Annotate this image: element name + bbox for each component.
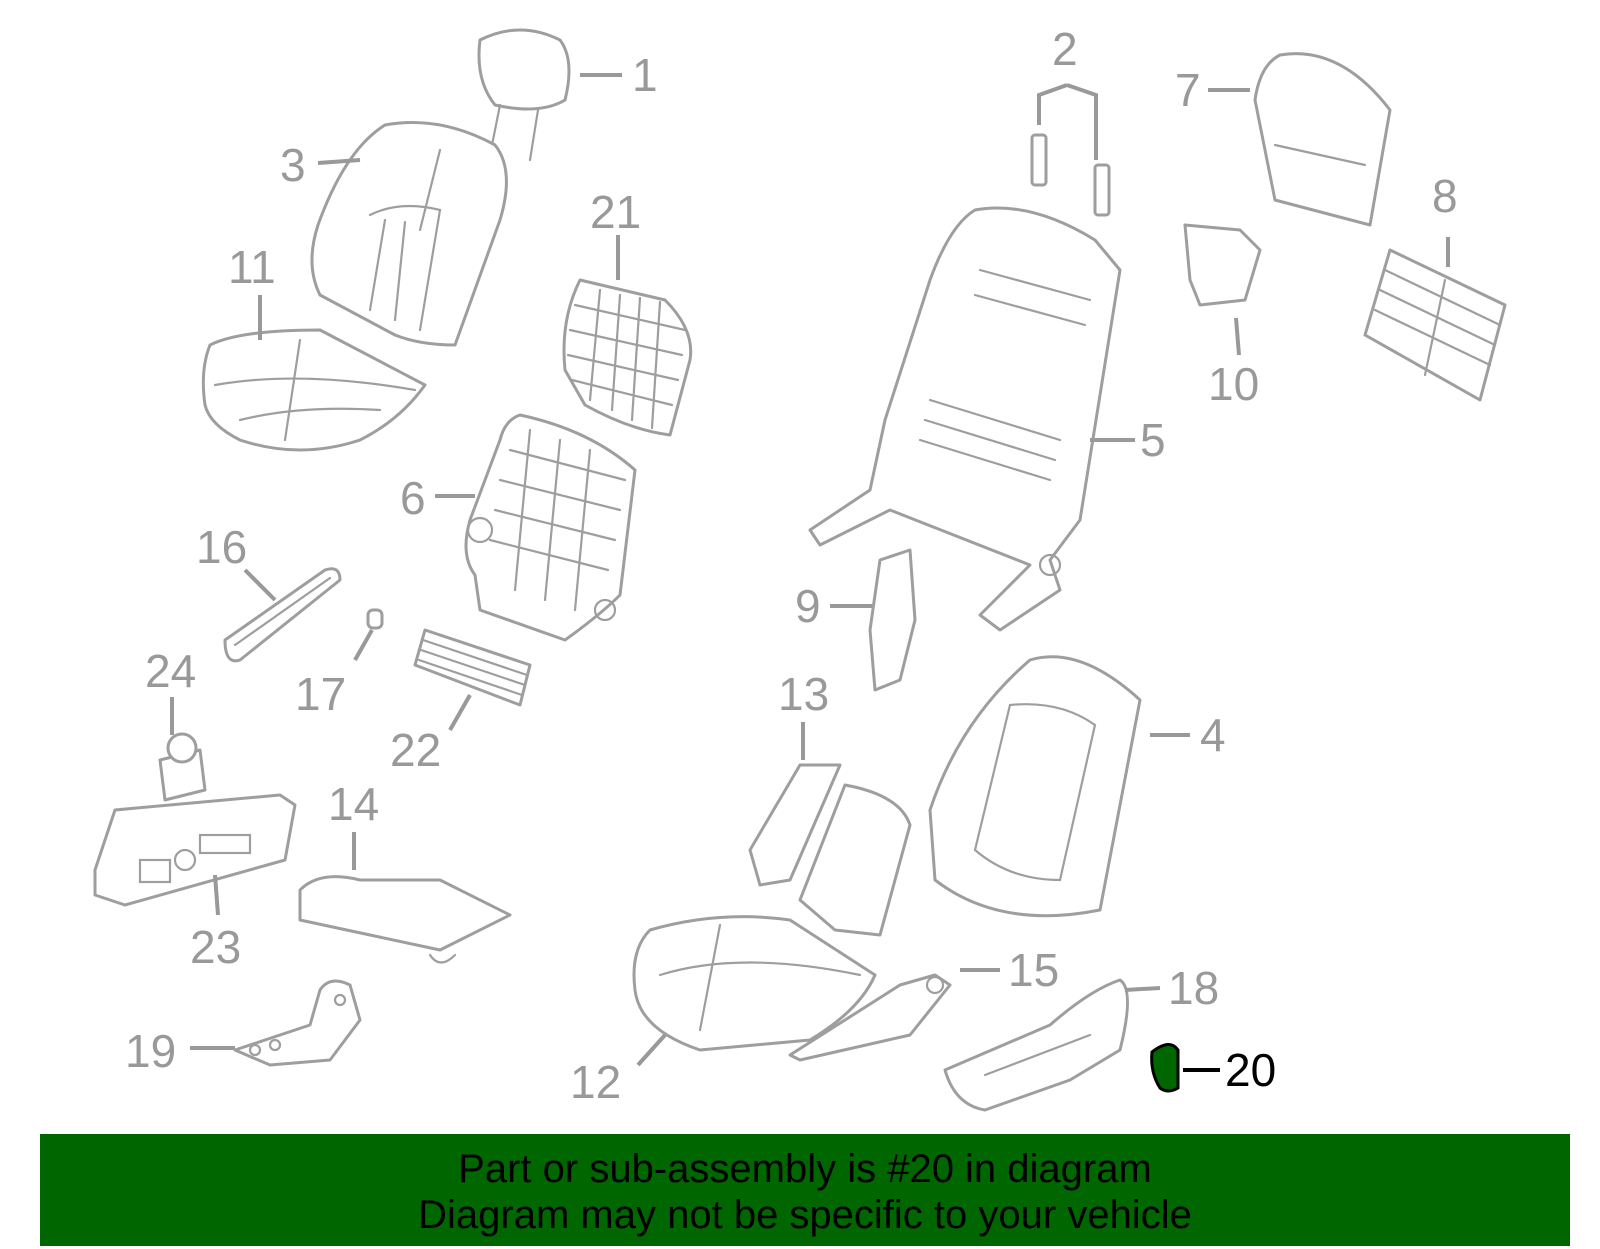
callout-10: 10 [1208, 358, 1259, 410]
part-7-back-shell [1253, 52, 1392, 227]
callout-22: 22 [390, 724, 441, 776]
banner-line-2: Diagram may not be specific to your vehi… [418, 1193, 1192, 1237]
callout-15: 15 [1008, 944, 1059, 996]
callout-6: 6 [400, 472, 426, 524]
callout-23: 23 [190, 921, 241, 973]
banner-line-1: Part or sub-assembly is #20 in diagram [458, 1147, 1152, 1191]
part-17-clip [366, 608, 384, 630]
callout-14: 14 [328, 778, 379, 830]
part-20-cap [1150, 1043, 1180, 1093]
part-8-lumbar-grid [1363, 248, 1507, 402]
callout-20: 20 [1225, 1044, 1276, 1096]
part-13-bolster [748, 763, 912, 937]
callout-24: 24 [145, 645, 196, 697]
part-10-bracket [1183, 223, 1262, 307]
callout-12: 12 [570, 1056, 621, 1108]
callout-11: 11 [228, 241, 276, 293]
callout-9: 9 [795, 580, 821, 632]
part-24-knob [158, 732, 207, 802]
part-23-switch-housing [93, 793, 297, 907]
callout-19: 19 [125, 1025, 176, 1077]
callout-21: 21 [590, 186, 641, 238]
part-18-side-shield [943, 978, 1129, 1112]
part-5-seat-frame [808, 206, 1122, 632]
callout-8: 8 [1432, 170, 1458, 222]
part-4-back-cushion [928, 655, 1142, 918]
part-22-pad [413, 628, 532, 707]
part-3-backrest-cover [310, 121, 508, 347]
part-1-headrest [477, 28, 571, 162]
callout-13: 13 [778, 668, 829, 720]
part-15-side-bracket [788, 973, 952, 1062]
callout-labels: 1 2 3 4 5 6 7 8 9 10 11 12 13 14 15 16 1… [125, 23, 1458, 1108]
callout-5: 5 [1140, 414, 1166, 466]
part-19-bracket [233, 979, 362, 1067]
part-9-mechanism [868, 548, 917, 692]
callout-2: 2 [1052, 23, 1078, 75]
callout-17: 17 [295, 668, 346, 720]
info-banner: Part or sub-assembly is #20 in diagram D… [40, 1134, 1570, 1246]
part-2-bolts [1030, 133, 1111, 217]
callout-1: 1 [632, 49, 658, 101]
part-21-grid [562, 278, 693, 437]
callout-18: 18 [1168, 962, 1219, 1014]
part-16-trim [223, 567, 342, 663]
callout-16: 16 [196, 521, 247, 573]
callout-3: 3 [280, 139, 306, 191]
callout-7: 7 [1175, 64, 1201, 116]
part-14-heater-mat [298, 875, 512, 964]
part-6-back-panel [464, 413, 637, 642]
part-11-cushion-cover [201, 328, 427, 452]
leader-lines [170, 73, 1450, 1072]
part-12-seat-cushion [632, 915, 877, 1052]
callout-4: 4 [1200, 709, 1226, 761]
